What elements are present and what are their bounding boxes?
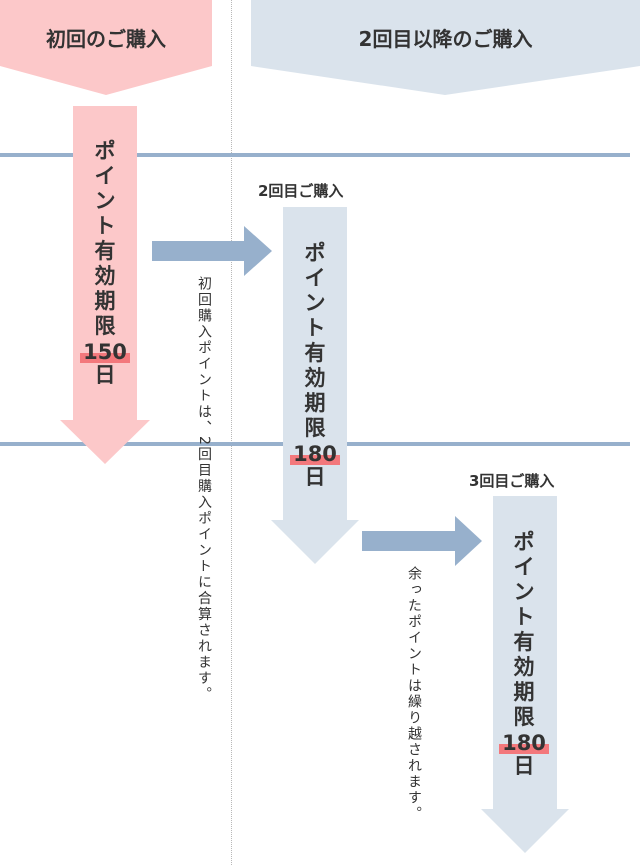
first-title-char: 効: [94, 264, 116, 288]
merge-note: 初回購入ポイントは、2回目購入ポイントに合算されます。: [196, 276, 212, 703]
third-title-char: 期: [513, 680, 535, 704]
second-expiry-arrow: [271, 207, 359, 564]
third-title-char: ン: [513, 580, 535, 604]
first-title-char: ト: [94, 214, 116, 238]
second-purchase-label: 2回目ご購入: [258, 182, 344, 200]
second-title-char: 有: [304, 341, 326, 365]
column-divider: [231, 0, 232, 865]
second-expiry-label: ポ イ ン ト 有 効 期 限 180 日: [288, 241, 342, 490]
second-title-char: 期: [304, 391, 326, 415]
first-title-char: 限: [94, 314, 116, 338]
third-title-char: ト: [513, 605, 535, 629]
first-expiry-label: ポ イ ン ト 有 効 期 限 150 日: [78, 139, 132, 388]
third-expiry-arrow: [481, 496, 569, 853]
third-title-char: ポ: [513, 530, 535, 554]
first-purchase-header: 初回のご購入: [46, 27, 166, 51]
third-title-char: 有: [513, 630, 535, 654]
first-expiry-unit: 日: [94, 363, 116, 387]
second-title-char: ト: [304, 316, 326, 340]
third-purchase-label: 3回目ご購入: [469, 472, 555, 490]
third-title-char: 効: [513, 655, 535, 679]
first-title-char: 期: [94, 289, 116, 313]
timeline-divider-1: [0, 153, 630, 157]
third-title-char: イ: [513, 555, 535, 579]
first-title-char: ポ: [94, 139, 116, 163]
right-arrow-icon: [152, 226, 272, 276]
third-expiry-unit: 日: [513, 754, 535, 778]
first-expiry-arrow: [60, 106, 150, 464]
second-title-char: イ: [304, 266, 326, 290]
second-title-char: ポ: [304, 241, 326, 265]
later-purchases-header-shape: [251, 0, 640, 95]
second-expiry-unit: 日: [304, 465, 326, 489]
first-purchase-header-shape: [0, 0, 212, 95]
third-title-char: 限: [513, 705, 535, 729]
first-title-char: 有: [94, 239, 116, 263]
second-title-char: ン: [304, 291, 326, 315]
later-purchases-header: 2回目以降のご購入: [358, 27, 533, 51]
first-expiry-days: 150: [80, 341, 130, 363]
third-expiry-label: ポ イ ン ト 有 効 期 限 180 日: [497, 530, 551, 779]
second-title-char: 限: [304, 416, 326, 440]
first-title-char: ン: [94, 189, 116, 213]
right-arrow-icon: [362, 516, 482, 566]
second-expiry-days: 180: [290, 443, 340, 465]
second-title-char: 効: [304, 366, 326, 390]
third-expiry-days: 180: [499, 732, 549, 754]
carry-over-note: 余ったポイントは繰り越されます。: [406, 566, 422, 822]
first-title-char: イ: [94, 164, 116, 188]
